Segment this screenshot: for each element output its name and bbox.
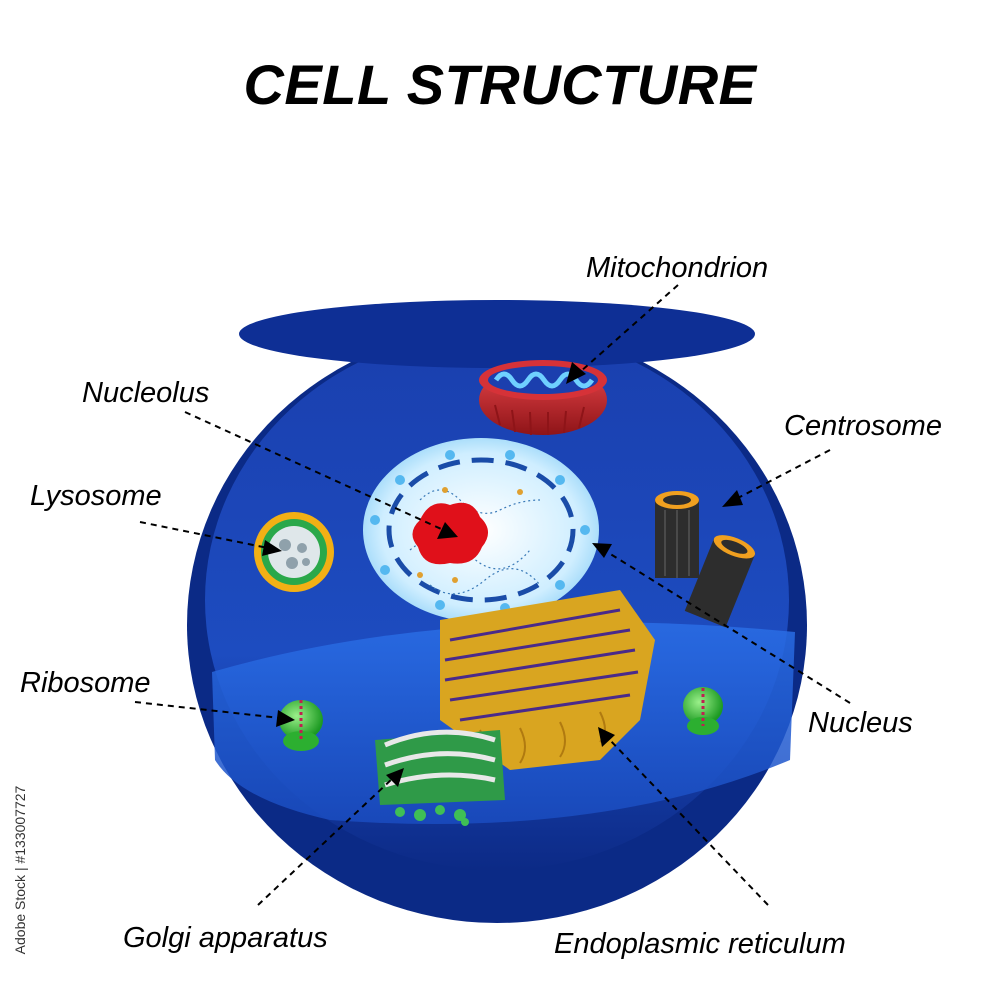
arrowhead-nucleus bbox=[592, 543, 612, 558]
arrowhead-ribosome bbox=[276, 710, 295, 727]
arrowhead-centrosome bbox=[722, 490, 743, 507]
label-nucleolus: Nucleolus bbox=[82, 377, 209, 409]
arrowhead-er bbox=[598, 727, 615, 747]
arrowhead-mitochondrion bbox=[566, 362, 586, 384]
leader-golgi bbox=[257, 777, 394, 906]
lysosome-organelle bbox=[254, 512, 334, 592]
mitochondrion-organelle bbox=[479, 360, 607, 436]
arrowhead-nucleolus bbox=[437, 522, 458, 539]
label-golgi-apparatus: Golgi apparatus bbox=[123, 922, 328, 954]
leader-nucleolus bbox=[184, 411, 451, 534]
label-endoplasmic-reticulum: Endoplasmic reticulum bbox=[554, 928, 846, 960]
label-ribosome: Ribosome bbox=[20, 667, 151, 699]
ribosome-organelle bbox=[279, 700, 323, 751]
golgi-organelle bbox=[375, 729, 505, 826]
centrosome-organelle bbox=[655, 491, 756, 628]
stock-watermark: Adobe Stock | #133007727 bbox=[8, 770, 32, 970]
leader-centrosome bbox=[735, 449, 831, 500]
leader-lines bbox=[134, 284, 851, 906]
diagram-title: CELL STRUCTURE bbox=[243, 53, 757, 116]
er-organelle bbox=[440, 590, 655, 770]
label-mitochondrion: Mitochondrion bbox=[586, 252, 768, 284]
label-nucleus: Nucleus bbox=[808, 707, 913, 739]
ribosome-organelle-right bbox=[683, 687, 723, 735]
stock-id: Adobe Stock | #133007727 bbox=[12, 785, 28, 955]
label-lysosome: Lysosome bbox=[30, 480, 162, 512]
leader-ribosome bbox=[134, 701, 281, 719]
arrowhead-lysosome bbox=[262, 540, 282, 556]
arrowhead-golgi bbox=[386, 768, 404, 787]
leader-er bbox=[607, 737, 769, 906]
leader-nucleus bbox=[603, 549, 851, 704]
label-centrosome: Centrosome bbox=[784, 410, 942, 442]
